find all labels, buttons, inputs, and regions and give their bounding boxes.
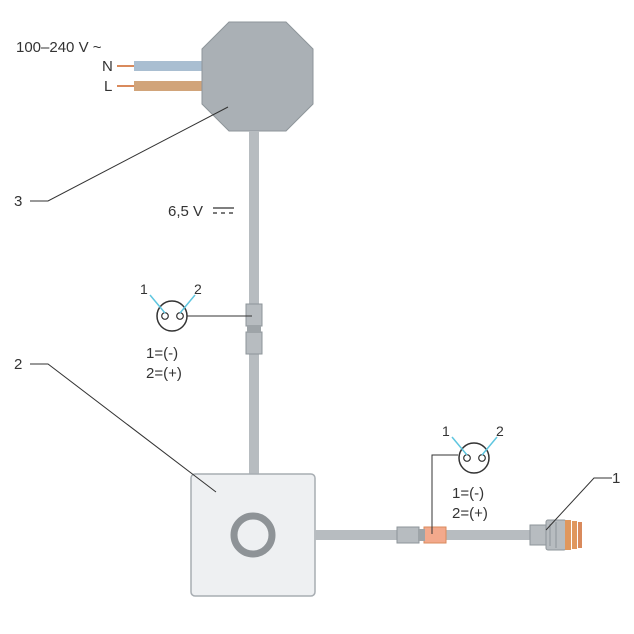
callout-connector: 1 [612,470,621,487]
neutral-wire [134,61,204,71]
supply-voltage-label: 100–240 V ~ [16,39,102,56]
callout-adapter: 3 [14,193,23,210]
callout-touch-switch: 2 [14,356,23,373]
dc-symbol [213,207,234,214]
leader-socket-lower [431,454,458,534]
output-voltage-label: 6,5 V [168,203,204,220]
power-adapter [201,21,314,132]
socket-lower-symbol [451,436,498,474]
leader-switch [30,363,217,493]
leader-connector [545,477,612,531]
switch-ring [230,512,276,558]
leader-lines [30,106,612,534]
dc-cable-vertical [249,131,259,474]
output-connector [529,519,582,551]
socket-upper-legend1: 1=(-) [146,345,179,362]
mains-wires [117,61,204,91]
live-wire [134,81,204,91]
touch-switch [190,473,316,597]
inline-connector-horizontal [396,526,447,544]
socket-lower-legend2: 2=(+) [452,505,488,522]
socket-upper-pin2: 2 [194,281,202,297]
inline-connector-vertical [245,303,263,355]
socket-lower-pin1: 1 [442,423,450,439]
socket-upper-symbol [149,294,196,332]
socket-lower-pin2: 2 [496,423,504,439]
live-label: L [104,78,113,95]
socket-lower-legend1: 1=(-) [452,485,485,502]
socket-upper-pin1: 1 [140,281,148,297]
leader-adapter [30,106,229,202]
neutral-label: N [102,58,113,75]
socket-upper-legend2: 2=(+) [146,365,182,382]
